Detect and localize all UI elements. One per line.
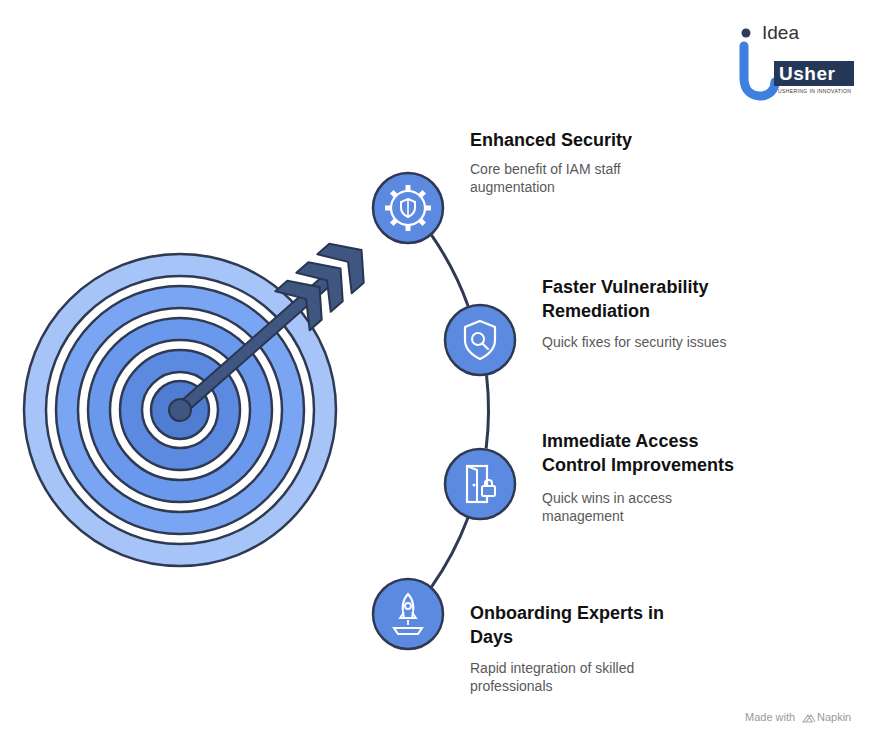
node-description: Core benefit of IAM staff augmentation bbox=[470, 160, 650, 196]
logo-text: Usher bbox=[779, 63, 835, 84]
icon-circle-node: Onboarding Experts in DaysRapid integrat… bbox=[372, 578, 444, 650]
circle-icon bbox=[372, 578, 444, 650]
node-title: Onboarding Experts in Days bbox=[470, 601, 690, 649]
watermark-text: Made with bbox=[745, 711, 795, 724]
node-title: Faster Vulnerability Remediation bbox=[542, 275, 752, 323]
node-title: Enhanced Security bbox=[470, 128, 680, 152]
circle-icon bbox=[444, 448, 516, 520]
icon-circle-node: Immediate Access Control ImprovementsQui… bbox=[444, 448, 516, 520]
node-description: Quick fixes for security issues bbox=[542, 333, 782, 351]
logo-text: USHERING IN INNOVATION bbox=[778, 88, 851, 95]
icon-circle-node: Faster Vulnerability RemediationQuick fi… bbox=[444, 304, 516, 376]
circle-icon bbox=[444, 304, 516, 376]
circle-icon bbox=[372, 172, 444, 244]
watermark-text: Napkin bbox=[817, 711, 851, 724]
node-description: Quick wins in access management bbox=[542, 489, 702, 525]
node-description: Rapid integration of skilled professiona… bbox=[470, 659, 670, 695]
arc-connector bbox=[432, 235, 469, 306]
icon-circle-node: Enhanced SecurityCore benefit of IAM sta… bbox=[372, 172, 444, 244]
logo-text: Idea bbox=[762, 22, 799, 43]
arc-connector bbox=[486, 375, 488, 448]
node-title: Immediate Access Control Improvements bbox=[542, 429, 752, 477]
arc-connector bbox=[432, 518, 468, 587]
